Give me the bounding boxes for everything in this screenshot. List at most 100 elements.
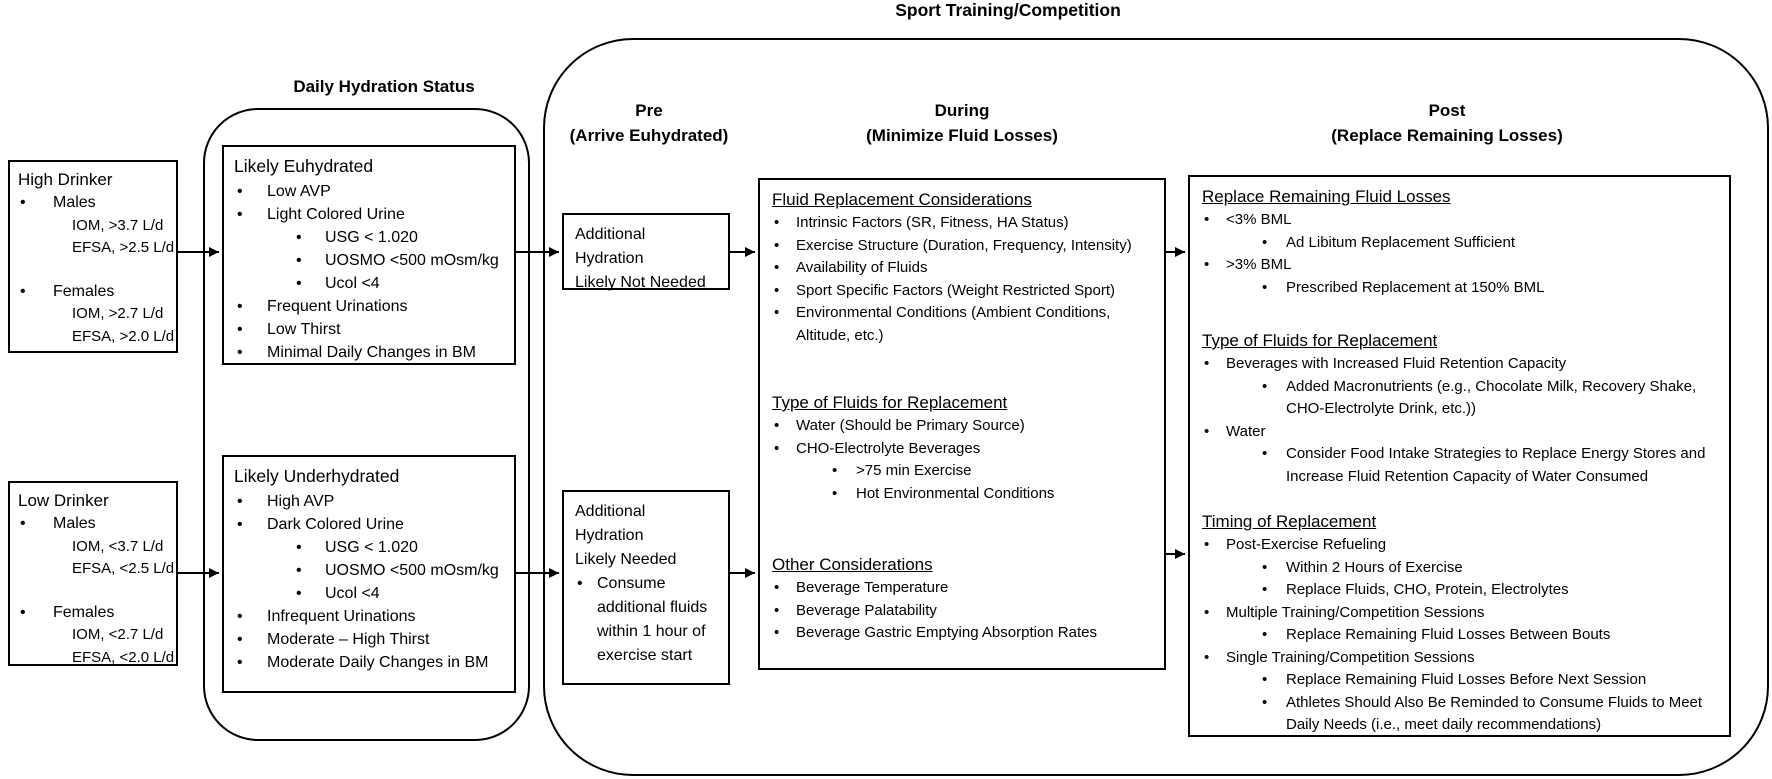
bullet-item: •Low Thirst <box>234 318 504 341</box>
bullet-text: >75 min Exercise <box>856 462 972 479</box>
bullet-icon: • <box>1204 355 1210 372</box>
bullet-text: Prescribed Replacement at 150% BML <box>1286 278 1545 296</box>
bullet-text: IOM, >2.7 L/d <box>72 305 164 322</box>
bullet-text: Intrinsic Factors (SR, Fitness, HA Statu… <box>796 214 1069 231</box>
bullet-text: Beverage Temperature <box>796 579 949 596</box>
bullet-item: •Water <box>1202 421 1717 444</box>
bullet-icon: • <box>1262 626 1268 643</box>
pre-header-line2: (Arrive Euhydrated) <box>569 126 729 145</box>
sub-bullet-item: •Athletes Should Also Be Reminded to Con… <box>1260 692 1717 737</box>
sub-bullet-item: EFSA, <2.0 L/d <box>72 647 174 670</box>
bullet-text: Water <box>1226 422 1266 440</box>
sub-bullet-item: •USG < 1.020 <box>293 226 504 249</box>
bullet-icon: • <box>237 206 243 223</box>
section-title: Timing of Replacement <box>1202 512 1377 531</box>
bullet-text: Beverage Gastric Emptying Absorption Rat… <box>796 624 1097 641</box>
pre-box-line: Likely Not Needed <box>575 274 706 291</box>
sub-bullet-item: •USG < 1.020 <box>293 536 504 559</box>
bullet-item: •Availability of Fluids <box>772 257 1152 280</box>
bullet-text: Water (Should be Primary Source) <box>796 417 1025 434</box>
bullet-text: USG < 1.020 <box>325 229 418 246</box>
bullet-item: •Multiple Training/Competition Sessions <box>1202 602 1717 625</box>
section-list: • Water (Should be Primary Source) •CHO-El… <box>772 415 1152 505</box>
bullet-item: •Moderate Daily Changes in BM <box>234 651 504 674</box>
bullet-item: •Single Training/Competition Sessions <box>1202 647 1717 670</box>
bullet-item: •Females <box>18 602 168 625</box>
sub-bullet-item: •Replace Remaining Fluid Losses Before N… <box>1260 669 1717 692</box>
bullet-icon: • <box>296 275 302 292</box>
bullet-item: •Infrequent Urinations <box>234 605 504 628</box>
bullet-item: • Light Colored Urine <box>234 203 504 226</box>
bullet-text: Beverage Palatability <box>796 601 937 619</box>
bullet-icon: • <box>577 575 583 592</box>
likely-underhydrated-box: Likely Underhydrated •High AVP•Dark Colo… <box>222 455 516 693</box>
bullet-icon: • <box>774 417 780 434</box>
bullet-item: •Males <box>18 513 168 536</box>
bullet-icon: • <box>774 439 780 457</box>
bullet-item: • Consume additional fluids within 1 hour… <box>575 572 722 668</box>
bullet-icon: • <box>296 252 302 269</box>
bullet-icon: • <box>832 462 838 479</box>
bullet-text: High AVP <box>267 493 335 510</box>
bullet-icon: • <box>20 194 26 211</box>
sub-bullet-item: IOM, <2.7 L/d <box>72 624 168 647</box>
bullet-text: Ucol <4 <box>325 585 380 602</box>
bullet-icon: • <box>774 259 780 276</box>
bullet-icon: • <box>774 624 780 641</box>
pre-header-line1: Pre <box>635 101 663 120</box>
section-title: Fluid Replacement Considerations <box>772 190 1032 209</box>
sub-bullet-item: •Hot Environmental Conditions <box>830 483 1152 506</box>
sub-bullet-item: IOM, >2.7 L/d <box>72 303 168 326</box>
bullet-icon: • <box>774 236 780 254</box>
sub-bullet-item: EFSA, <2.5 L/d <box>72 558 174 581</box>
bullet-item: • Water (Should be Primary Source) <box>772 415 1152 438</box>
bullet-icon: • <box>1204 648 1210 666</box>
bullet-icon: • <box>1204 536 1210 553</box>
bullet-icon: • <box>1262 558 1268 576</box>
bullet-text: Infrequent Urinations <box>267 608 416 625</box>
bullet-icon: • <box>237 298 243 315</box>
section-title: Replace Remaining Fluid Losses <box>1202 187 1451 206</box>
bullet-icon: • <box>237 183 243 200</box>
section-list: • Intrinsic Factors (SR, Fitness, HA Stat… <box>772 212 1152 347</box>
bullet-item: •CHO-Electrolyte Beverages <box>772 438 1152 461</box>
sub-bullet-item: •Added Macronutrients (e.g., Chocolate M… <box>1260 376 1717 421</box>
box-title: High Drinker <box>18 170 113 189</box>
bullet-text: Males <box>53 194 96 211</box>
sub-bullet-item: • Prescribed Replacement at 150% BML <box>1260 277 1717 300</box>
section-title: Type of Fluids for Replacement <box>1202 331 1438 350</box>
sub-bullet-item: • >75 min Exercise <box>830 460 1152 483</box>
sub-bullet-item: •Within 2 Hours of Exercise <box>1260 557 1717 580</box>
section-fluid-replacement-considerations: Fluid Replacement Considerations • Intrin… <box>772 188 1152 347</box>
bullet-text: Ucol <4 <box>325 275 380 292</box>
daily-hydration-container <box>203 108 530 741</box>
bullet-text: EFSA, >2.0 L/d <box>72 327 175 345</box>
box-title: Low Drinker <box>18 491 109 510</box>
bullet-icon: • <box>1262 278 1268 296</box>
bullet-text: Females <box>53 282 115 300</box>
section-type-of-fluids-during: Type of Fluids for Replacement •Water (S… <box>772 391 1152 505</box>
bullet-item: • Beverage Gastric Emptying Absorption Ra… <box>772 622 1152 645</box>
post-header-line1: Post <box>1428 101 1466 120</box>
bullet-text: Dark Colored Urine <box>267 516 404 533</box>
bullet-icon: • <box>237 631 243 648</box>
bullet-icon: • <box>774 281 780 299</box>
bullet-item: •>3% BML <box>1202 254 1717 277</box>
bullet-icon: • <box>296 585 302 602</box>
bullet-item: •Females <box>18 281 168 304</box>
bullet-icon: • <box>774 214 780 231</box>
bullet-text: Consume additional fluids within 1 hour … <box>597 575 708 664</box>
bullet-item: •Dark Colored Urine <box>234 513 504 536</box>
bullet-icon: • <box>1262 581 1268 598</box>
bullet-icon: • <box>237 344 243 361</box>
bullet-item: •Moderate – High Thirst <box>234 628 504 651</box>
bullet-text: Hot Environmental Conditions <box>856 484 1055 502</box>
bullet-icon: • <box>1262 671 1268 688</box>
post-column-header: Post (Replace Remaining Losses) <box>1297 98 1597 148</box>
bullet-icon: • <box>296 539 302 556</box>
bullet-text: Low Thirst <box>267 321 341 338</box>
bullet-text: Light Colored Urine <box>267 206 405 223</box>
